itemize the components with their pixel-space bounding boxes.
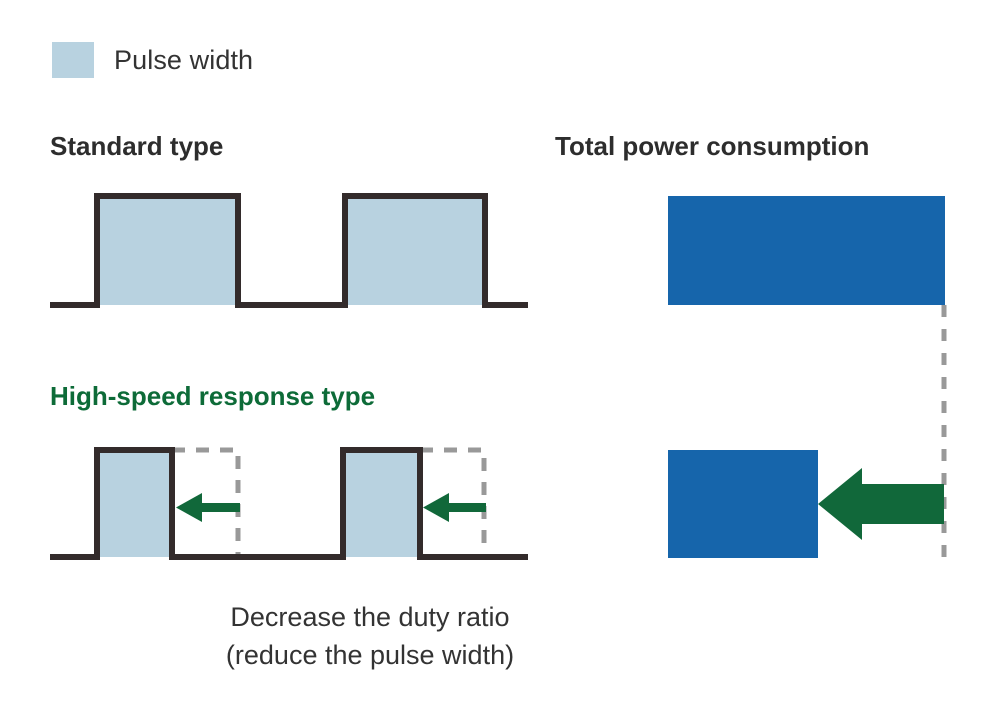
caption-line-2: (reduce the pulse width): [225, 640, 515, 671]
legend-label: Pulse width: [114, 44, 254, 75]
ghost-pulse-outline-1: [172, 447, 241, 557]
pulse-shrink-arrow-1-icon: [176, 493, 240, 522]
high-speed-pulse-fill-1: [97, 450, 172, 557]
pulse-width-swatch-icon: [52, 42, 94, 78]
total-power-heading: Total power consumption: [555, 131, 870, 161]
power-reduction-arrow-icon: [818, 468, 944, 540]
high-speed-waveform: [50, 447, 528, 560]
high-speed-pulse-fill-2: [343, 450, 420, 557]
standard-type-heading: Standard type: [50, 131, 224, 161]
standard-pulse-fill-1: [97, 196, 238, 305]
caption-line-1: Decrease the duty ratio: [230, 602, 510, 632]
power-bar-high-speed: [668, 450, 818, 558]
power-bar-standard: [668, 196, 945, 305]
standard-waveform: [50, 193, 528, 308]
high-speed-waveform-trace: [50, 447, 528, 560]
standard-pulse-fill-2: [345, 196, 485, 305]
high-speed-type-heading: High-speed response type: [50, 381, 376, 411]
standard-waveform-trace: [50, 193, 528, 308]
caption-block: Decrease the duty ratio (reduce the puls…: [110, 598, 630, 675]
ghost-pulse-outline-2: [420, 447, 487, 557]
pulse-shrink-arrow-2-icon: [423, 493, 486, 522]
legend: Pulse width: [52, 42, 253, 78]
total-power-bars: [668, 196, 947, 562]
